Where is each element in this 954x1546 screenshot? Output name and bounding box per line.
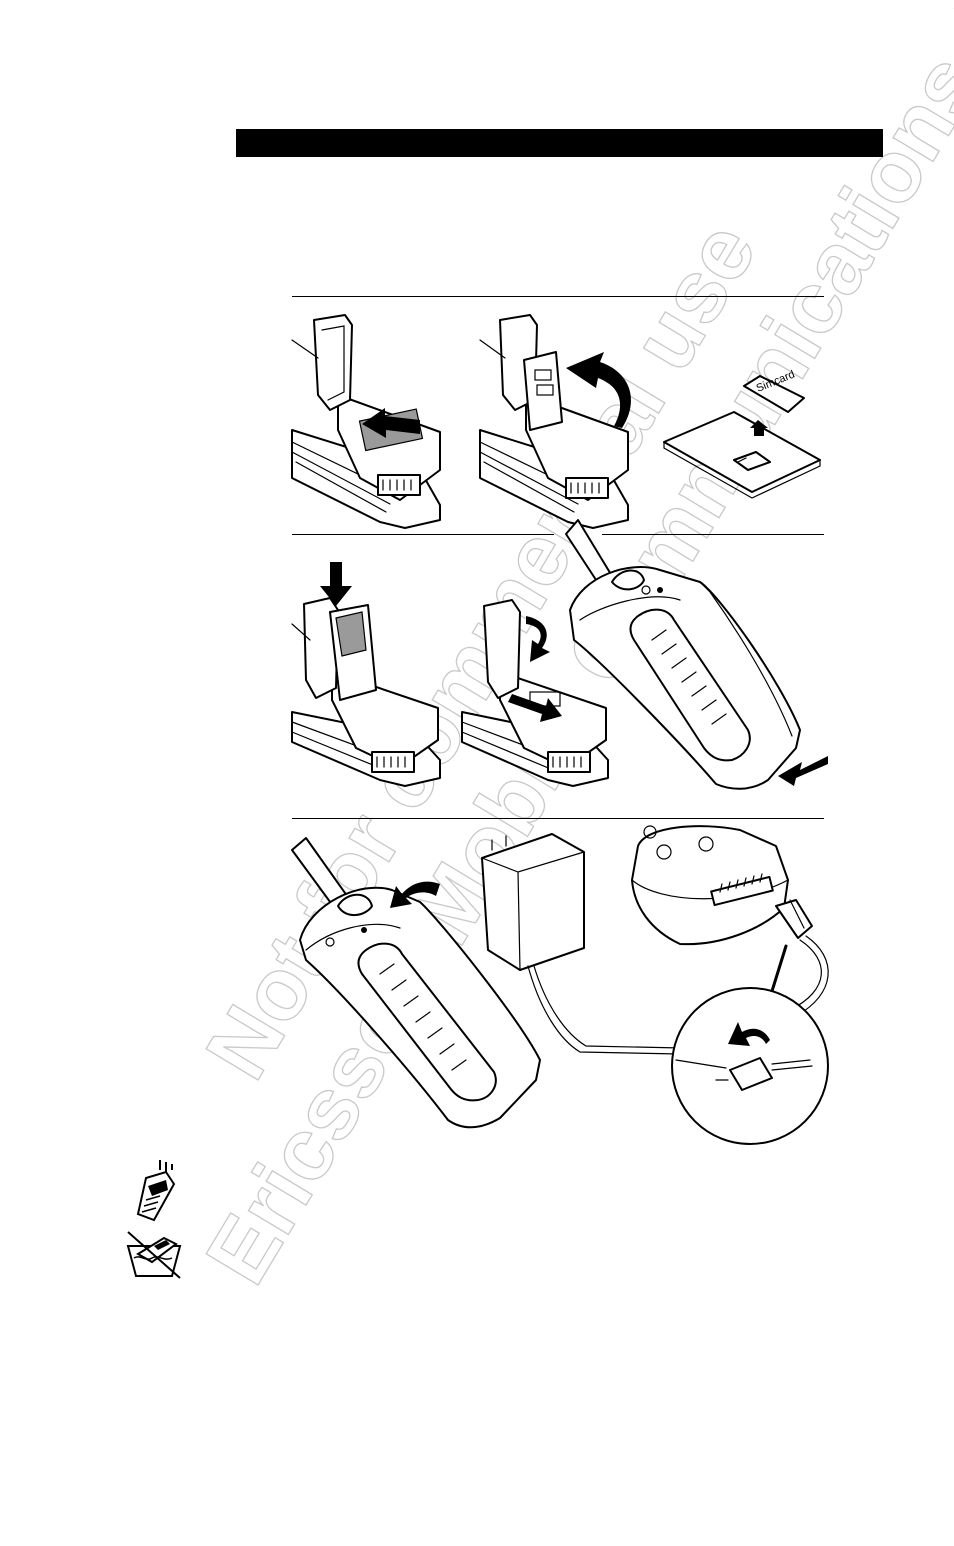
step-lift-sim-holder: [479, 314, 631, 529]
divider-bottom: [292, 818, 824, 819]
arrow-up-small-icon: [750, 420, 768, 436]
curved-arrow-down-icon: [526, 616, 550, 662]
water-bowl-phone-icon: [126, 1231, 182, 1279]
curved-arrow-up-icon: [566, 352, 631, 428]
step-insert-sim-card: [291, 562, 441, 787]
rain-phone-icon: [136, 1160, 176, 1222]
curved-arrow-plug-icon: [728, 1022, 770, 1046]
divider-middle-left: [292, 534, 554, 535]
step-close-sim-holder: [461, 599, 609, 787]
divider-middle-right: [602, 534, 824, 535]
step-connect-charger: [481, 825, 829, 1145]
arrow-left-battery-icon: [778, 756, 828, 786]
arrow-left-icon: [362, 408, 420, 438]
step-open-battery-compartment: [291, 314, 441, 529]
step-attach-battery: [565, 519, 828, 790]
divider-top: [292, 296, 824, 297]
step-break-out-sim-card: Simcard: [663, 369, 821, 499]
step-attach-battery-cover: [291, 837, 541, 1129]
section-title-bar: [236, 129, 883, 157]
simcard-piece: Simcard: [743, 369, 805, 413]
curved-arrow-left-cover-icon: [390, 881, 440, 908]
arrow-down-icon: [320, 562, 352, 606]
arrow-right-icon: [508, 694, 562, 722]
